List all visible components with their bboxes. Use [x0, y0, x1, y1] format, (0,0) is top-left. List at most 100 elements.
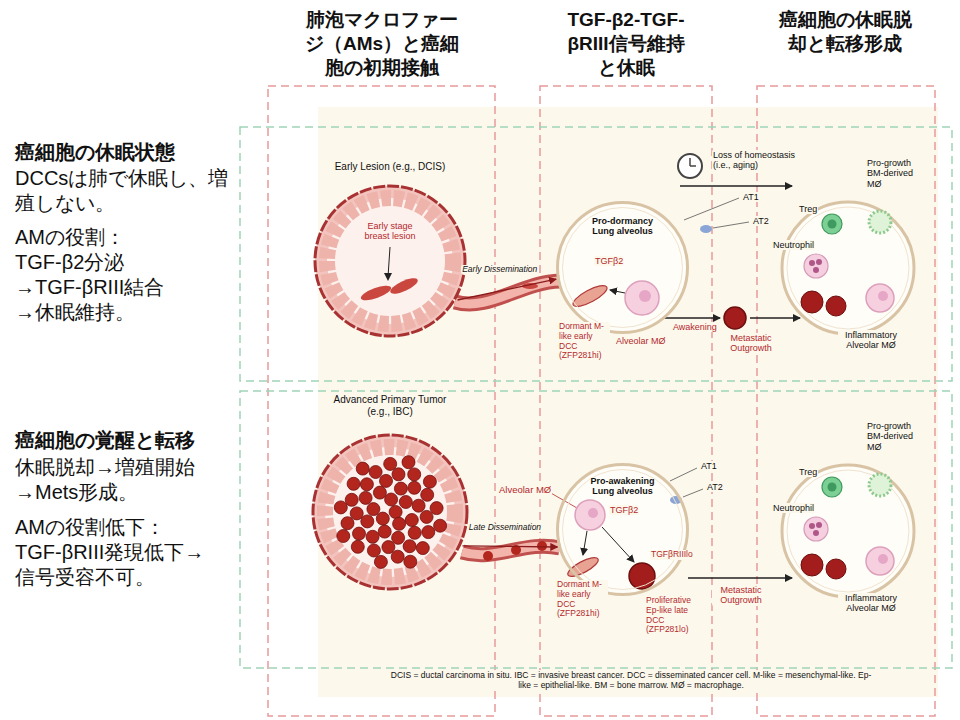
nucleus — [813, 530, 819, 536]
column-header: 肺泡マクロファージ（AMs）と癌細胞の初期接触 — [302, 8, 462, 80]
tumor-cell — [392, 468, 405, 481]
node-heading: Pro-dormancy Lung alveolus — [587, 216, 659, 237]
tumor-cell — [361, 515, 374, 528]
tumor-cell — [420, 510, 433, 523]
metastatic-cell — [801, 554, 823, 576]
tumor-cell — [412, 499, 425, 512]
leader-line — [713, 222, 749, 228]
figure-label: Neutrophil — [772, 503, 815, 513]
nucleus — [816, 522, 822, 528]
row-heading: 癌細胞の覚醒と転移 — [15, 428, 240, 453]
tumor-cell — [382, 541, 395, 554]
nucleus — [878, 291, 888, 301]
tumor-cell — [404, 555, 417, 568]
vessel-lumen — [455, 281, 560, 304]
metastatic-cell — [724, 307, 746, 329]
circle-shape — [558, 203, 688, 333]
leader-line — [670, 468, 697, 481]
tumor-cell — [341, 517, 354, 530]
tumor-cell — [394, 482, 407, 495]
figure-label: Inflammatory Alveolar MØ — [838, 593, 904, 614]
figure-label: Alveolar MØ — [498, 485, 552, 496]
lesion-shape — [312, 183, 468, 339]
nucleus — [809, 523, 815, 529]
tumor-cell — [392, 531, 405, 544]
tumor-cell — [367, 503, 380, 516]
at2-cell — [700, 225, 712, 233]
row-text: AMの役割低下： — [15, 515, 230, 540]
figure-label: TGFβRIIIlo — [650, 550, 694, 560]
tumor-cell — [345, 493, 358, 506]
tumor-cell — [389, 506, 402, 519]
tumor-cell — [391, 550, 404, 563]
tumor-cell — [369, 466, 382, 479]
node-heading: Advanced Primary Tumor (e.g., IBC) — [328, 394, 452, 417]
row-frame — [240, 127, 952, 381]
figure-label: Treg — [798, 204, 818, 214]
tumor-circle: Advanced Primary Tumor (e.g., IBC) — [310, 432, 470, 592]
nucleus — [639, 290, 651, 302]
nucleus — [813, 267, 819, 273]
tumor-cell — [373, 486, 386, 499]
circle-shape — [558, 465, 688, 595]
column-frame — [757, 86, 935, 716]
tumor-cell — [384, 457, 397, 470]
figure-caption: DCIS = ductal carcinoma in situ. IBC = i… — [388, 670, 874, 690]
figure-panel — [318, 107, 938, 697]
column-header: 癌細胞の休眠脱却と転移形成 — [775, 8, 915, 56]
tumor-cell — [367, 544, 380, 557]
treg-cell — [822, 214, 842, 234]
signal-arrow — [583, 531, 587, 555]
figure-label: Dormant M-like early DCC (ZFP281hi) — [558, 322, 610, 361]
tumor-cell — [416, 542, 429, 555]
path-shape — [384, 273, 392, 281]
row-text: TGF-βRIII発現低下→信号受容不可。 — [15, 540, 220, 590]
circle-shape — [315, 186, 465, 336]
tumor-cell — [376, 512, 389, 525]
tumor-cell — [380, 474, 393, 487]
tumor-cell — [422, 526, 435, 539]
tumor-cell — [347, 477, 360, 490]
circle-shape — [313, 435, 467, 589]
tumor-cell — [359, 491, 372, 504]
lesion-circle: Early Lesion (e.g., DCIS)Early stage bre… — [312, 183, 468, 339]
tumor-cell — [430, 502, 443, 515]
alveolus-fill — [559, 466, 687, 594]
nucleus — [809, 260, 815, 266]
tumor-cell — [378, 525, 391, 538]
tumor-cell — [402, 456, 415, 469]
awakening-arrow — [662, 317, 720, 318]
circle-shape — [327, 198, 453, 324]
tumor-cell — [385, 493, 398, 506]
figure-label: AT1 — [742, 192, 760, 202]
inflammatory-macrophage — [866, 547, 894, 575]
alveolus-circle: Pro-awakening Lung alveolus — [555, 462, 690, 597]
leader-line — [684, 198, 739, 220]
metastatic-cell — [826, 559, 846, 579]
row-text: TGF-β2分泌→TGF-βRIII結合→休眠維持。 — [15, 250, 180, 325]
node-heading: Pro-awakening Lung alveolus — [587, 476, 659, 497]
vessel-wall — [462, 546, 560, 554]
bm-macrophage — [869, 211, 891, 233]
column-frame — [268, 86, 495, 716]
figure-label: AT2 — [706, 482, 724, 492]
figure-label: Metastatic Outgrowth — [712, 585, 770, 606]
tumor-cell — [399, 496, 412, 509]
figure-label: Treg — [798, 467, 818, 477]
figure-label: Dormant M-like early DCC (ZFP281hi) — [556, 580, 608, 619]
cancer-cell — [483, 551, 493, 561]
row-heading: 癌細胞の休眠状態 — [15, 140, 240, 165]
column-header: TGF-β2-TGF-βRIII信号維持と休眠 — [560, 8, 692, 80]
alveolus-circle: Pro-dormancy Lung alveolus — [555, 200, 690, 335]
signal-arrow — [610, 290, 625, 293]
tumor-cell — [334, 501, 347, 514]
tumor-cell — [337, 530, 350, 543]
tumor-cell — [353, 527, 366, 540]
figure-label: Pro-growth BM-derived MØ — [866, 158, 924, 189]
outgrowth-arrow — [750, 317, 800, 318]
figure-label: Neutrophil — [772, 240, 815, 250]
tumor-cell — [408, 481, 421, 494]
figure-label: Metastatic Outgrowth — [722, 333, 780, 354]
